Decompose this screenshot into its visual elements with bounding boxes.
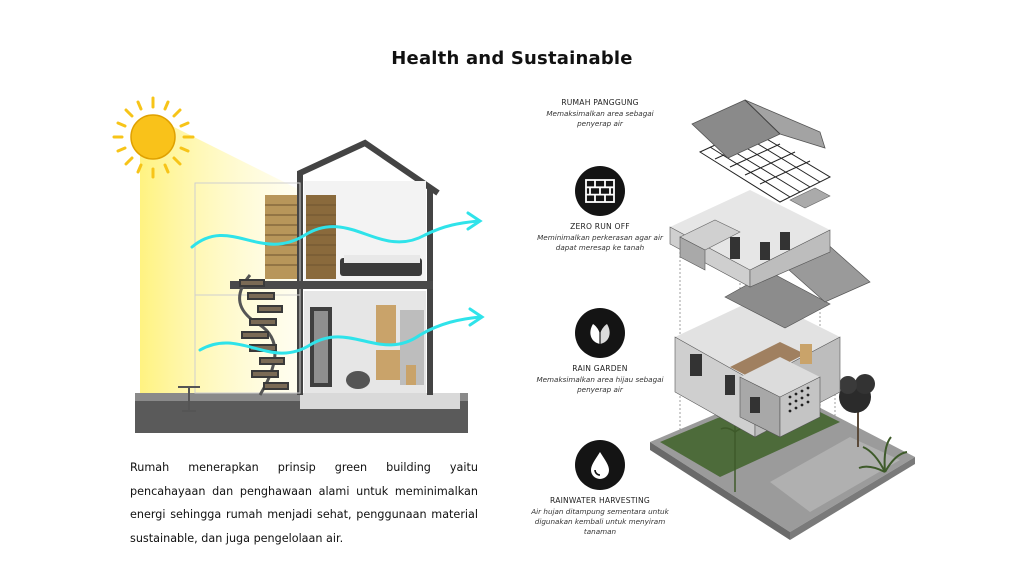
exploded-axonometric-house xyxy=(650,99,915,540)
leaves-icon xyxy=(575,308,625,358)
sunlight-beam xyxy=(140,125,300,395)
tree xyxy=(839,374,875,447)
page-title: Health and Sustainable xyxy=(391,48,633,69)
spiral-staircase xyxy=(238,274,289,396)
side-table xyxy=(178,386,200,412)
feature-text: Air hujan ditampung sementara untuk digu… xyxy=(531,507,669,536)
feature-title: RUMAH PANGGUNG xyxy=(561,98,639,107)
water-drop-icon xyxy=(575,440,625,490)
upper-floor-module xyxy=(669,187,831,288)
bean-bag xyxy=(346,371,370,389)
feature-rain-garden: RAIN GARDEN Memaksimalkan area hijau seb… xyxy=(530,308,670,395)
feature-rumah-panggung: RUMAH PANGGUNG Memaksimalkan area sebaga… xyxy=(530,98,670,129)
feature-title: RAIN GARDEN xyxy=(572,364,628,373)
louvre-shutter xyxy=(265,195,336,279)
top-roof xyxy=(691,99,826,159)
house-section-drawing xyxy=(112,96,485,433)
description-text: Rumah menerapkan prinsip green building … xyxy=(130,461,478,545)
feature-text: Memaksimalkan area sebagai penyerap air xyxy=(546,109,654,128)
brick-wall-icon xyxy=(575,166,625,216)
cabinet xyxy=(376,305,396,345)
front-volume xyxy=(739,357,821,438)
feature-text: Meminimalkan perkerasan agar air dapat m… xyxy=(537,233,663,252)
palm-plant xyxy=(858,436,908,473)
bed xyxy=(340,255,422,276)
wind-arrow-lower xyxy=(198,307,485,355)
feature-title: ZERO RUN OFF xyxy=(570,222,630,231)
feature-text: Memaksimalkan area hijau sebagai penyera… xyxy=(536,375,664,394)
feature-zero-run-off: ZERO RUN OFF Meminimalkan perkerasan aga… xyxy=(530,166,670,253)
pergola-grid xyxy=(698,128,832,203)
upper-floor-slab xyxy=(230,281,433,289)
sun-icon xyxy=(112,96,195,179)
feature-title: RAINWATER HARVESTING xyxy=(550,496,650,505)
feature-rainwater-harvesting: RAINWATER HARVESTING Air hujan ditampung… xyxy=(530,440,670,537)
wind-arrow-upper xyxy=(190,211,483,249)
